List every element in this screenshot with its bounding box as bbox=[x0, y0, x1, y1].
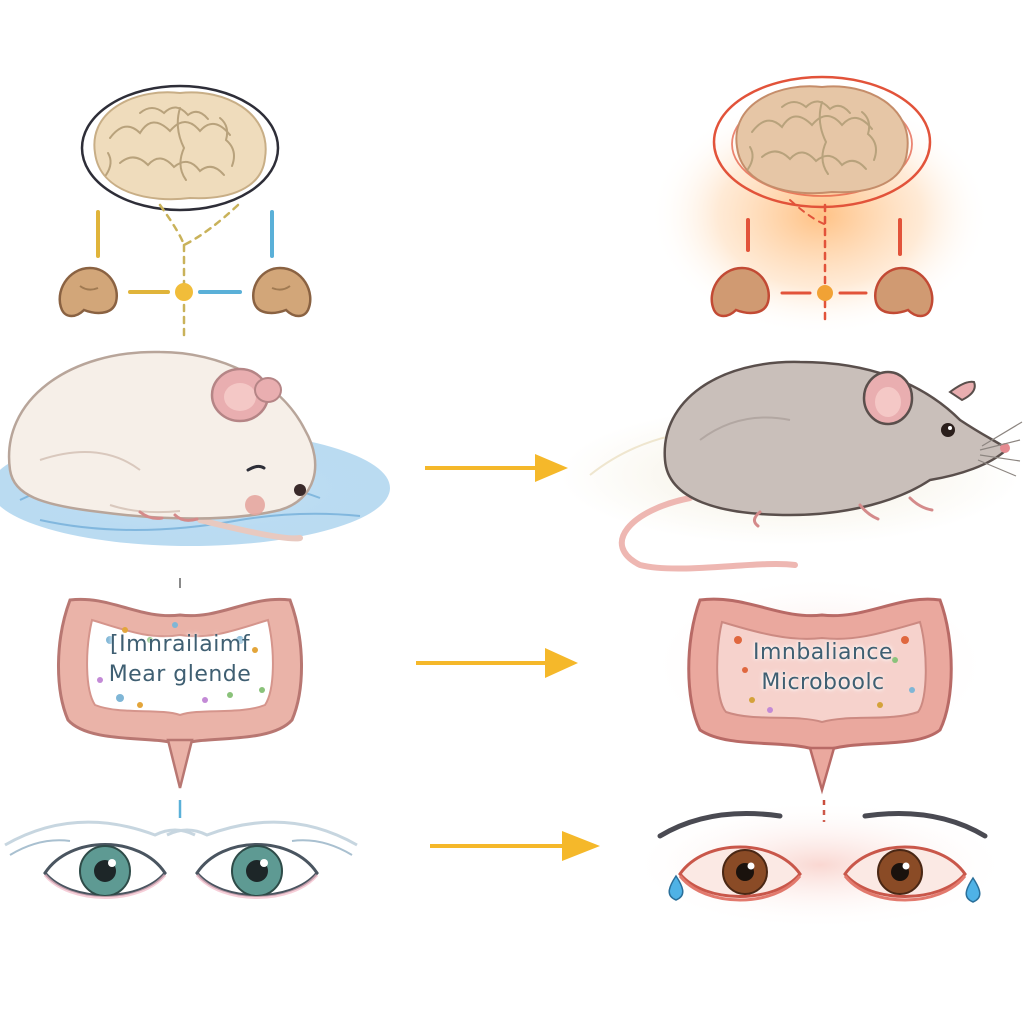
arrow-icon bbox=[416, 648, 578, 678]
microbiota-dots bbox=[97, 622, 265, 708]
eye-icon bbox=[166, 820, 358, 899]
rat-icon bbox=[618, 360, 1023, 572]
colon-icon bbox=[687, 597, 953, 795]
microbiota-dots bbox=[734, 636, 915, 713]
adrenal-gland-icon bbox=[710, 266, 771, 318]
colon-icon bbox=[57, 597, 303, 789]
healthy-rat-group bbox=[0, 350, 390, 546]
adrenal-gland-icon bbox=[251, 266, 312, 318]
hpa-connector-lines bbox=[96, 203, 274, 342]
arrow-icon bbox=[425, 454, 568, 482]
stressed-rat-group bbox=[560, 360, 1023, 572]
healthy-colon-group bbox=[57, 578, 303, 818]
tear-icon bbox=[965, 876, 981, 903]
stressed-colon-label-line1: Imnbaliance bbox=[752, 640, 894, 665]
tear-icon bbox=[668, 874, 684, 901]
eye-icon bbox=[4, 820, 196, 899]
healthy-colon-label-line1: [Imnrailaimf bbox=[110, 632, 250, 657]
healthy-colon-label: [Imnrailaimf Mear glende bbox=[75, 630, 285, 689]
rat-icon bbox=[7, 350, 317, 542]
arrow-icon bbox=[430, 831, 600, 861]
brain-icon bbox=[80, 84, 280, 212]
stressed-colon-group bbox=[650, 575, 990, 822]
healthy-colon-label-line2: Mear glende bbox=[108, 661, 252, 687]
stressed-brain-axis bbox=[650, 75, 990, 335]
healthy-brain-axis bbox=[58, 84, 312, 342]
stressed-eyes-group bbox=[630, 800, 1010, 930]
adrenal-gland-icon bbox=[58, 266, 119, 318]
eye-icon bbox=[843, 811, 988, 902]
stressed-colon-label: Imnbaliance Microboolc bbox=[718, 638, 928, 697]
healthy-eyes-group bbox=[4, 820, 358, 899]
adrenal-gland-icon bbox=[873, 266, 934, 318]
hpa-connector-lines bbox=[746, 199, 902, 322]
brain-icon bbox=[712, 75, 932, 209]
eye-icon bbox=[657, 811, 802, 902]
stressed-colon-label-line2: Microboolc bbox=[761, 669, 885, 695]
